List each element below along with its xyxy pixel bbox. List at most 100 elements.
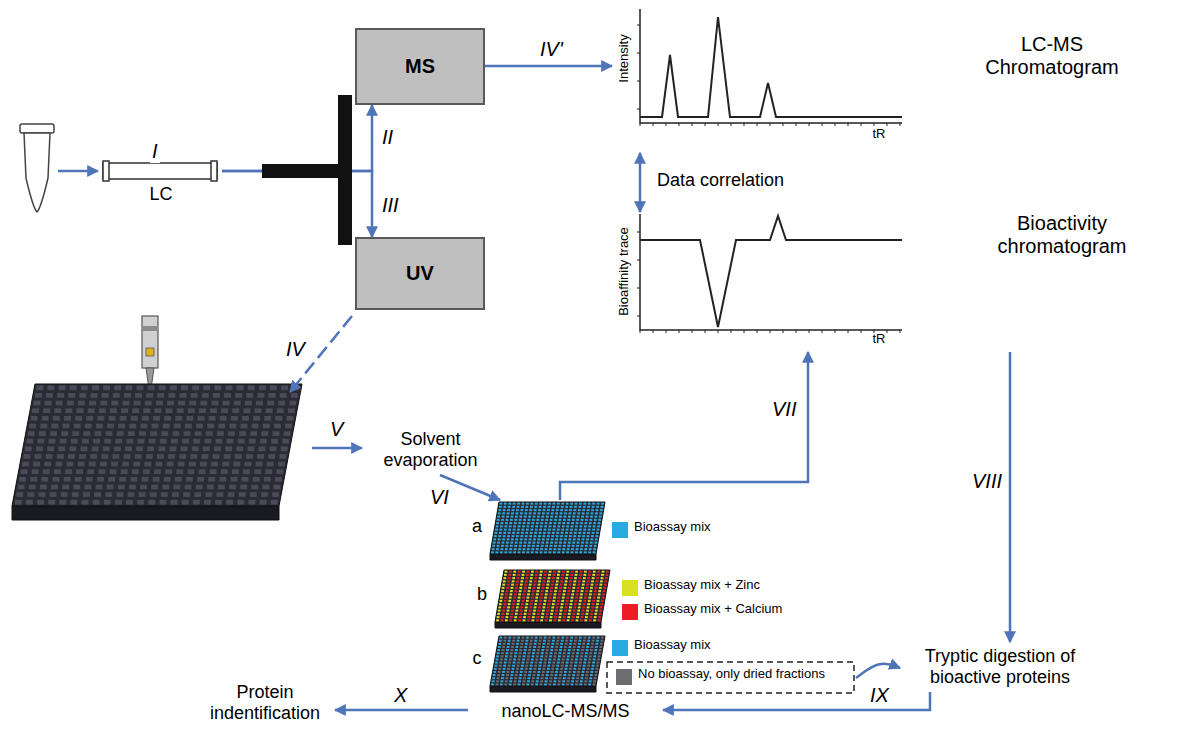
plate-well — [221, 469, 228, 474]
plate-well — [529, 512, 532, 514]
plate-well — [256, 401, 263, 406]
plate-well — [524, 674, 527, 676]
plate-well — [590, 590, 593, 592]
plate-side — [495, 622, 601, 628]
plate-well — [552, 603, 555, 605]
plate-well — [540, 597, 543, 599]
plate-well — [583, 532, 586, 534]
plate-well — [43, 408, 50, 413]
plate-well — [162, 485, 169, 490]
plate-well — [502, 649, 505, 651]
plate-well — [529, 671, 532, 673]
plate-well — [577, 671, 580, 673]
plate-well — [568, 674, 571, 676]
plate-well — [559, 649, 562, 651]
axis-tick — [796, 123, 797, 126]
plate-well — [123, 401, 130, 406]
plate-well — [569, 643, 572, 645]
plate-well — [565, 665, 568, 667]
plate-well — [194, 492, 201, 497]
plate-well — [501, 619, 504, 621]
axis-tick — [757, 123, 758, 126]
plate-well — [569, 584, 572, 586]
plate-well — [86, 416, 93, 421]
plate-well — [521, 643, 524, 645]
plate-well — [584, 551, 587, 553]
plate-well — [535, 683, 538, 685]
plate-well — [183, 492, 190, 497]
plate-well — [527, 619, 530, 621]
plate-well — [505, 677, 508, 679]
plate-well — [506, 652, 509, 654]
plate-well — [507, 610, 510, 612]
plate-well — [583, 529, 586, 531]
plate-well — [579, 529, 582, 531]
plate-well — [587, 509, 590, 511]
plate-well — [530, 665, 533, 667]
plate-well — [592, 529, 595, 531]
plate-well — [533, 538, 536, 540]
plate-well — [524, 671, 527, 673]
plate-well — [40, 485, 47, 490]
plate-well — [594, 677, 597, 679]
plate-well — [545, 593, 548, 595]
plate-well — [524, 646, 527, 648]
plate-well — [521, 665, 524, 667]
plate-well — [552, 662, 555, 664]
plate-well — [508, 600, 511, 602]
plate-well — [553, 658, 556, 660]
plate-well — [76, 469, 83, 474]
plate-well — [240, 485, 247, 490]
plate-well — [566, 600, 569, 602]
plate-well — [186, 477, 193, 482]
plate-well — [224, 393, 231, 398]
plate-well — [547, 606, 550, 608]
step-numeral: V — [328, 418, 345, 441]
plate-well — [35, 393, 42, 398]
plate-well — [551, 646, 554, 648]
plate-well — [561, 503, 564, 505]
plate-well — [228, 492, 235, 497]
plate-well — [586, 613, 589, 615]
plate-well — [511, 646, 514, 648]
plate-well — [548, 577, 551, 579]
plate-well — [528, 519, 531, 521]
plate-well — [550, 516, 553, 518]
plate-well — [50, 431, 57, 436]
plate-well — [193, 439, 200, 444]
plate-well — [137, 500, 144, 505]
plate-well — [497, 649, 500, 651]
plate-well — [562, 658, 565, 660]
plate-well — [529, 584, 532, 586]
plate-well — [126, 439, 133, 444]
plate-well — [501, 616, 504, 618]
plate-well — [549, 548, 552, 550]
plate-well — [32, 469, 39, 474]
plate-well — [599, 646, 602, 648]
plate-well — [578, 606, 581, 608]
plate-well — [142, 416, 149, 421]
plate-well — [208, 477, 215, 482]
plate-well — [531, 658, 534, 660]
plate-well — [542, 512, 545, 514]
plate-well — [202, 393, 209, 398]
plate-well — [583, 637, 586, 639]
plate-well — [527, 597, 530, 599]
plate-well — [591, 646, 594, 648]
plate-well — [567, 616, 570, 618]
plate-well — [588, 525, 591, 527]
plate-well — [572, 677, 575, 679]
plate-well — [226, 500, 233, 505]
plate-well — [505, 548, 508, 550]
plate-well — [584, 571, 587, 573]
plate-well — [586, 646, 589, 648]
plate-well — [578, 580, 581, 582]
plate-well — [200, 401, 207, 406]
process-step: nanoLC-MS/MS — [468, 697, 663, 725]
plate-well — [139, 431, 146, 436]
axis-tick — [637, 260, 640, 261]
plate-well — [583, 574, 586, 576]
plate-well — [517, 532, 520, 534]
plate-well — [520, 610, 523, 612]
plate-well — [262, 485, 269, 490]
